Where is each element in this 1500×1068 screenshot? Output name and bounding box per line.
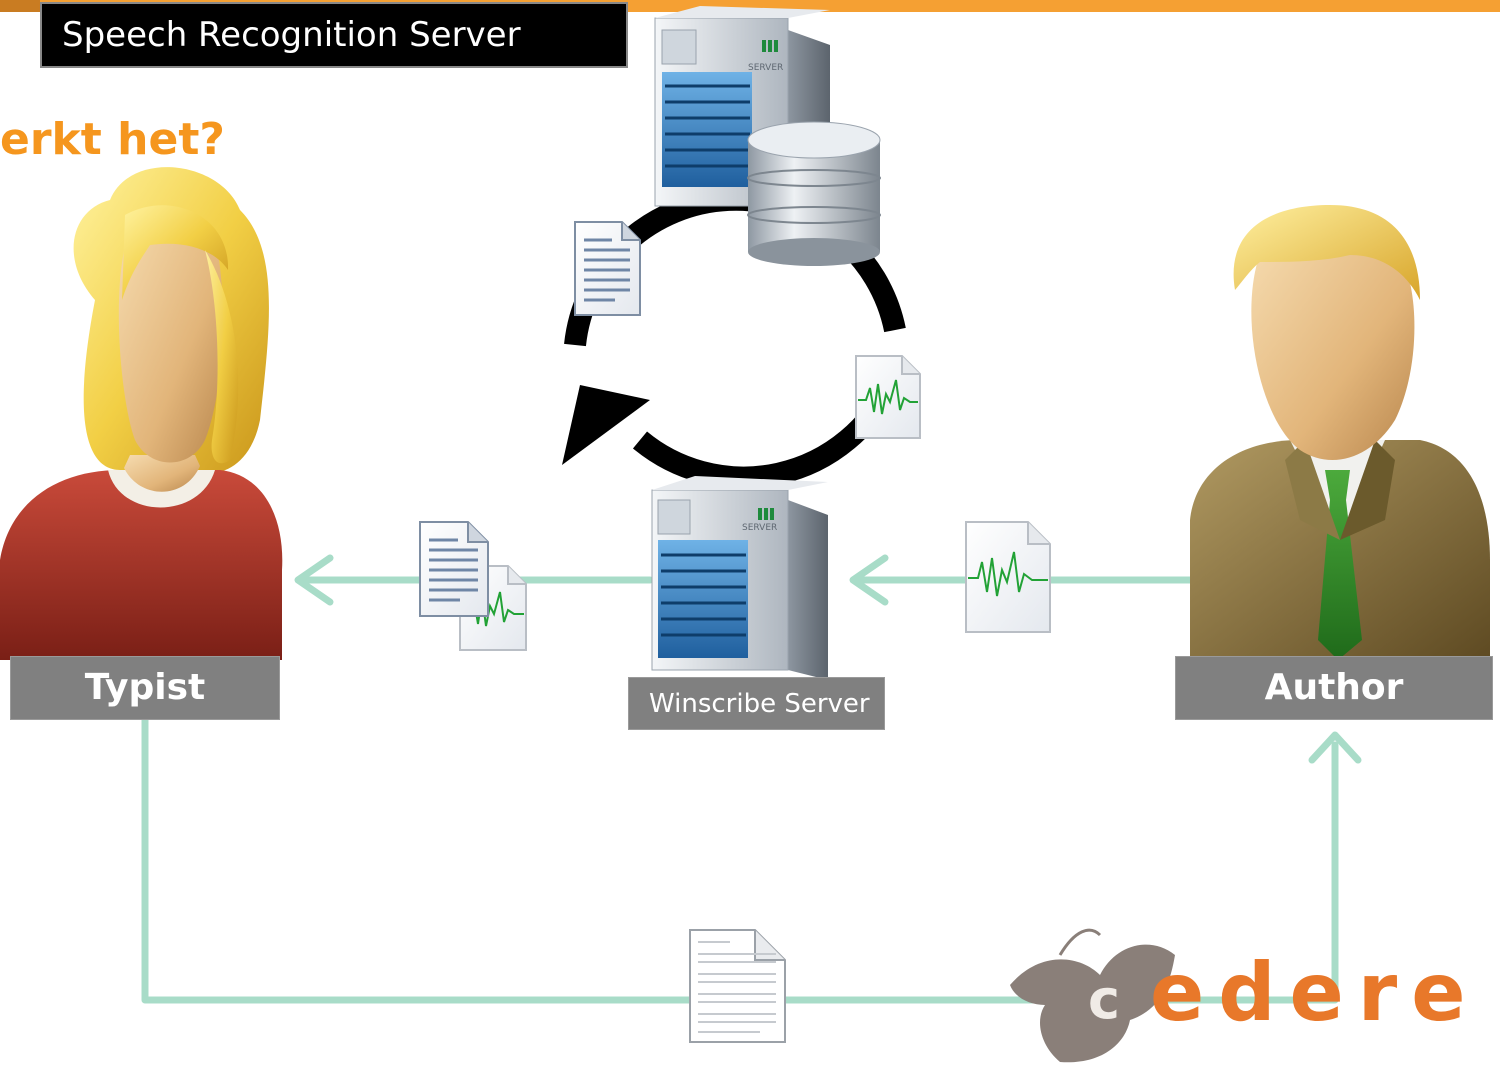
butterfly-mark [1010, 944, 1175, 1063]
cedere-logo: c edere [1010, 928, 1480, 1063]
final-document-icon [689, 929, 786, 1043]
typist-label: Typist [10, 656, 280, 720]
text-document-icon-typist [419, 521, 489, 617]
flow-arrowhead-server [849, 554, 889, 606]
text-document-icon-cycle [574, 221, 641, 316]
flow-arrowhead-typist [294, 554, 334, 606]
cycle-arrowhead [562, 385, 650, 465]
header-title: Speech Recognition Server [62, 15, 521, 55]
author-person-icon [1190, 205, 1490, 660]
typist-label-text: Typist [84, 667, 206, 708]
audio-file-icon-cycle [855, 355, 921, 439]
audio-file-icon-author [965, 521, 1051, 633]
header-title-box: Speech Recognition Server [40, 2, 628, 68]
winscribe-server-label: Winscribe Server [628, 677, 885, 730]
winscribe-server-icon: SERVER [651, 476, 828, 680]
butterfly-letter: c [1088, 968, 1120, 1031]
server-badge-top: SERVER [748, 63, 783, 73]
logo-text: edere [1150, 946, 1480, 1039]
winscribe-server-label-text: Winscribe Server [649, 689, 870, 719]
server-badge-bottom: SERVER [742, 523, 777, 533]
slide-heading: erkt het? [0, 114, 225, 165]
database-icon [747, 121, 881, 266]
author-label: Author [1175, 656, 1493, 720]
author-label-text: Author [1264, 667, 1404, 708]
top-accent-corner [0, 0, 40, 12]
flow-arrowhead-author [1308, 731, 1362, 764]
typist-person-icon [0, 167, 283, 660]
